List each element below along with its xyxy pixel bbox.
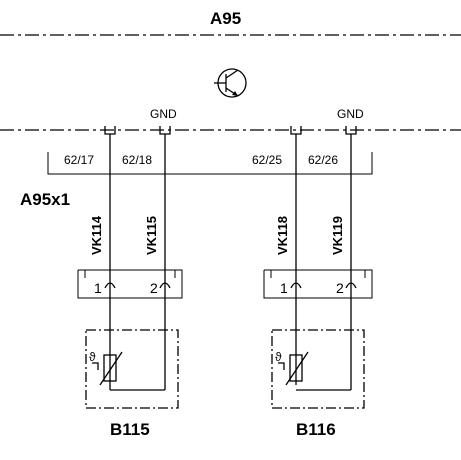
connector-bracket [47,152,373,175]
sensor-housing-b115 [85,329,179,409]
sensor-connector-b115 [77,269,183,299]
svg-text:ϑ: ϑ [275,350,282,364]
connector-pin-label-4: 62/26 [308,153,338,167]
b116-pin-2: 2 [336,280,344,296]
thermistor-icon: ϑ [275,350,309,386]
gnd-label-2: GND [337,107,364,121]
thermistor-icon: ϑ [89,350,123,386]
sensor-housing-b116 [271,329,365,409]
connector-pin-label-3: 62/25 [252,153,282,167]
connector-pin-label-1: 62/17 [64,153,94,167]
svg-text:ϑ: ϑ [89,350,96,364]
sensor-label-b115: B115 [110,420,150,439]
wire-label-2: VK115 [144,216,159,255]
connector-pin-label-2: 62/18 [122,153,152,167]
sensor-label-b116: B116 [296,420,336,439]
connector-label: A95x1 [20,190,70,209]
sensor-connector-b116 [263,269,373,299]
wire-label-3: VK118 [275,216,290,255]
b115-pin-1: 1 [94,280,102,296]
wire-label-1: VK114 [89,215,104,255]
b115-pin-2: 2 [150,280,158,296]
transistor-icon [214,68,247,98]
b116-pin-1: 1 [280,280,288,296]
wires [109,134,352,390]
sensor-pin-arcs [104,282,357,289]
wire-label-4: VK119 [330,216,345,255]
module-label: A95 [210,9,241,28]
gnd-label-1: GND [150,107,177,121]
